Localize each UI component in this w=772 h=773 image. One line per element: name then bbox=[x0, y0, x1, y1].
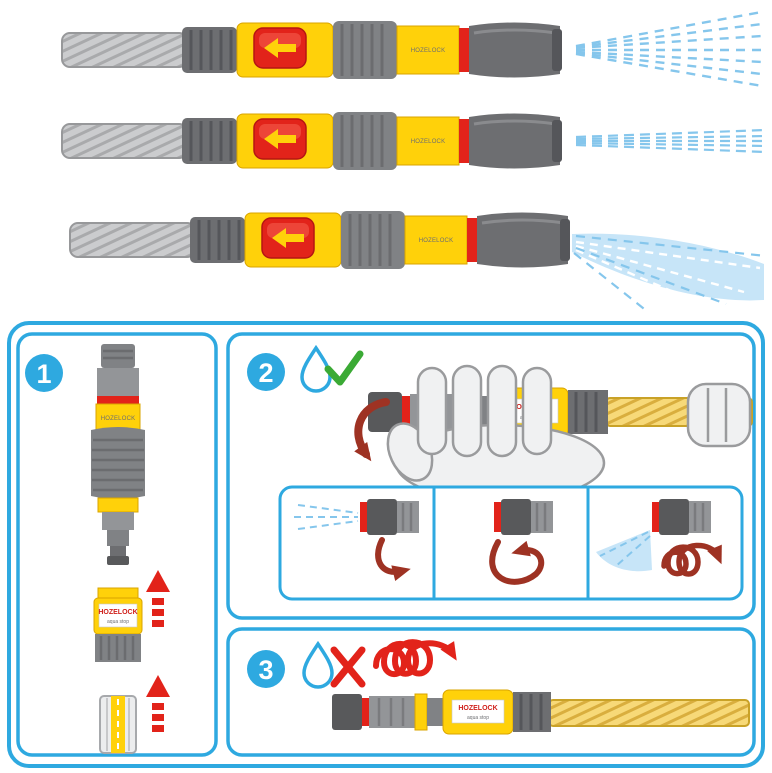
step2-number-badge bbox=[247, 353, 285, 391]
brand-plate bbox=[451, 699, 505, 724]
hand bbox=[386, 364, 606, 503]
step1-number-badge bbox=[25, 354, 63, 392]
hose-nozzle-row-3 bbox=[68, 209, 572, 271]
spiral-arrow bbox=[661, 542, 722, 577]
subcell-1 bbox=[294, 497, 421, 581]
red-ring bbox=[362, 698, 369, 726]
step3-spiral-arrow bbox=[373, 639, 457, 678]
twist-arrow bbox=[375, 537, 411, 581]
step1-connector: HOZELOCK aqua stop bbox=[93, 587, 143, 662]
step3-number: 3 bbox=[258, 655, 273, 685]
step3-assembly: HOZELOCK aqua stop bbox=[332, 689, 551, 735]
check-icon bbox=[324, 350, 364, 386]
step2-subpanel bbox=[278, 485, 744, 601]
step1-nozzle: HOZELOCK bbox=[91, 344, 145, 565]
step1-hose bbox=[99, 695, 137, 754]
hose-nozzle-row-1 bbox=[60, 19, 564, 81]
subcell-3 bbox=[596, 497, 722, 577]
brand-label: HOZELOCK bbox=[458, 705, 497, 712]
subcell-2 bbox=[489, 497, 555, 585]
instruction-panel: 1 HOZELOCK bbox=[7, 321, 765, 768]
red-ring bbox=[97, 396, 139, 404]
brand-label: HOZELOCK bbox=[98, 609, 137, 616]
hose-nozzle-row-2 bbox=[60, 110, 564, 172]
step3-panel: 3 HOZELOCK bbox=[226, 627, 756, 757]
step3-number-badge bbox=[247, 650, 285, 688]
jet-spray bbox=[575, 128, 767, 154]
top-section bbox=[60, 10, 767, 313]
brand-plate bbox=[98, 603, 138, 628]
twist-arrow bbox=[489, 539, 545, 585]
fan-spray bbox=[575, 10, 763, 88]
hand-right bbox=[686, 382, 752, 448]
brand-range-label: aqua stop bbox=[107, 619, 129, 625]
step1-push-arrow-top bbox=[146, 570, 170, 627]
brand-label: HOZELOCK bbox=[101, 416, 136, 422]
step3-hose bbox=[548, 699, 750, 727]
shower-spray bbox=[572, 233, 767, 313]
water-drop-ok-icon bbox=[300, 344, 364, 393]
step1-panel: 1 HOZELOCK bbox=[16, 332, 218, 757]
step2-twist-arrow bbox=[354, 398, 390, 462]
brand-range-label: aqua stop bbox=[467, 715, 489, 721]
water-drop-no-icon bbox=[302, 640, 366, 689]
red-ring bbox=[402, 396, 410, 428]
step2-panel: 2 HOZELOCK aqua stop bbox=[226, 332, 756, 620]
cross-icon bbox=[330, 646, 366, 688]
step1-number: 1 bbox=[36, 359, 51, 389]
step2-number: 2 bbox=[258, 358, 273, 388]
step1-push-arrow-bottom bbox=[146, 675, 170, 732]
